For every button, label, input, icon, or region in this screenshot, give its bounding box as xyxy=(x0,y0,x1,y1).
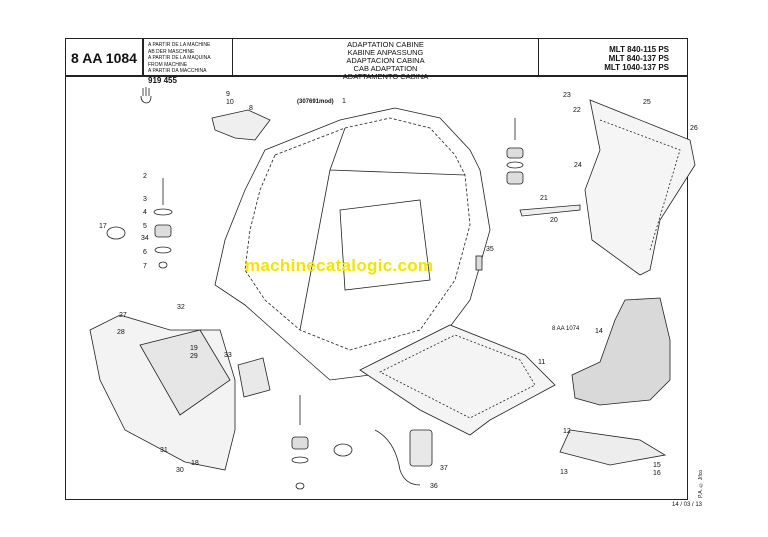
callout-31: 31 xyxy=(160,447,168,454)
callout-24: 24 xyxy=(574,162,582,169)
subassembly-ref: (307691mod) xyxy=(297,99,334,105)
reference-number: 8 AA 1084 xyxy=(71,50,137,66)
footer-date: 14 / 03 / 13 xyxy=(672,502,703,508)
model-line: MLT 840-137 PS xyxy=(608,54,669,63)
callout-14: 14 xyxy=(595,328,603,335)
title-line: ADAPTATION CABINE xyxy=(347,40,424,49)
callout-36: 36 xyxy=(430,483,438,490)
title-line: CAB ADAPTATION xyxy=(353,64,418,73)
from-machine-line: FROM MACHINE xyxy=(148,61,188,68)
callout-21: 21 xyxy=(540,195,548,202)
callout-32: 32 xyxy=(177,304,185,311)
callout-17: 17 xyxy=(99,223,107,230)
callout-9: 9 xyxy=(226,91,230,98)
callout-18: 18 xyxy=(191,460,199,467)
pin xyxy=(475,255,483,271)
window-panel xyxy=(584,99,696,276)
callout-12: 12 xyxy=(563,428,571,435)
watermark: machinecatalogic.com xyxy=(245,256,434,275)
model-line: MLT 1040-137 PS xyxy=(604,63,669,72)
callout-3: 3 xyxy=(143,196,147,203)
callout-26: 26 xyxy=(690,125,698,132)
callout-23: 23 xyxy=(563,92,571,99)
serial-number: 919 455 xyxy=(148,75,177,85)
callout-30: 30 xyxy=(176,467,184,474)
hand-cursor-icon xyxy=(140,87,152,104)
mirror xyxy=(409,429,433,467)
callout-8: 8 xyxy=(249,105,253,112)
models-box: MLT 840-115 PS MLT 840-137 PS MLT 1040-1… xyxy=(538,38,688,76)
mount-stack-bottom xyxy=(291,395,353,490)
callout-5: 5 xyxy=(143,223,147,230)
drawing-frame xyxy=(65,76,688,500)
callout-10: 10 xyxy=(226,99,234,106)
filter xyxy=(237,357,271,398)
bracket xyxy=(211,109,271,141)
callout-33: 33 xyxy=(224,352,232,359)
mount-stack-right xyxy=(506,118,524,185)
from-machine-line: A PARTIR DE LA MACHINE xyxy=(148,42,211,48)
callout-13: 13 xyxy=(560,469,568,476)
callout-1: 1 xyxy=(342,98,346,105)
callout-20: 20 xyxy=(550,217,558,224)
callout-11: 11 xyxy=(538,359,545,366)
support-bar xyxy=(519,204,581,217)
callout-2: 2 xyxy=(143,173,147,180)
title-line: KABINE ANPASSUNG xyxy=(347,48,424,57)
from-machine-line: AB DER MASCHINE xyxy=(148,48,195,55)
callout-27: 27 xyxy=(119,312,127,319)
callout-34: 34 xyxy=(141,235,149,242)
footer-copyright: P.A. © Jifco xyxy=(698,470,704,498)
title-line: ADAPTACION CABINA xyxy=(346,56,425,65)
seat xyxy=(571,297,671,406)
callout-7: 7 xyxy=(143,263,147,270)
from-machine-box: A PARTIR DE LA MACHINE AB DER MASCHINE A… xyxy=(143,38,233,84)
callout-19: 19 xyxy=(190,345,198,352)
callout-37: 37 xyxy=(440,465,448,472)
from-machine-line: A PARTIR DA MACCHINA xyxy=(148,68,207,74)
seat-base xyxy=(559,429,667,466)
callout-4: 4 xyxy=(143,209,147,216)
model-line: MLT 840-115 PS xyxy=(609,45,669,54)
callout-35: 35 xyxy=(486,246,494,253)
callout-22: 22 xyxy=(573,107,581,114)
from-machine-line: A PARTIR DE LA MAQUINA xyxy=(148,55,211,61)
callout-29: 29 xyxy=(190,353,198,360)
seat-reference: 8 AA 1074 xyxy=(552,326,580,332)
floor-mat xyxy=(359,324,556,436)
mount-stack-left xyxy=(106,178,173,269)
callout-6: 6 xyxy=(143,249,147,256)
callout-15: 15 xyxy=(653,462,661,469)
reference-box: 8 AA 1084 xyxy=(65,38,143,76)
callout-16: 16 xyxy=(653,470,661,477)
callout-28: 28 xyxy=(117,329,125,336)
callout-25: 25 xyxy=(643,99,651,106)
